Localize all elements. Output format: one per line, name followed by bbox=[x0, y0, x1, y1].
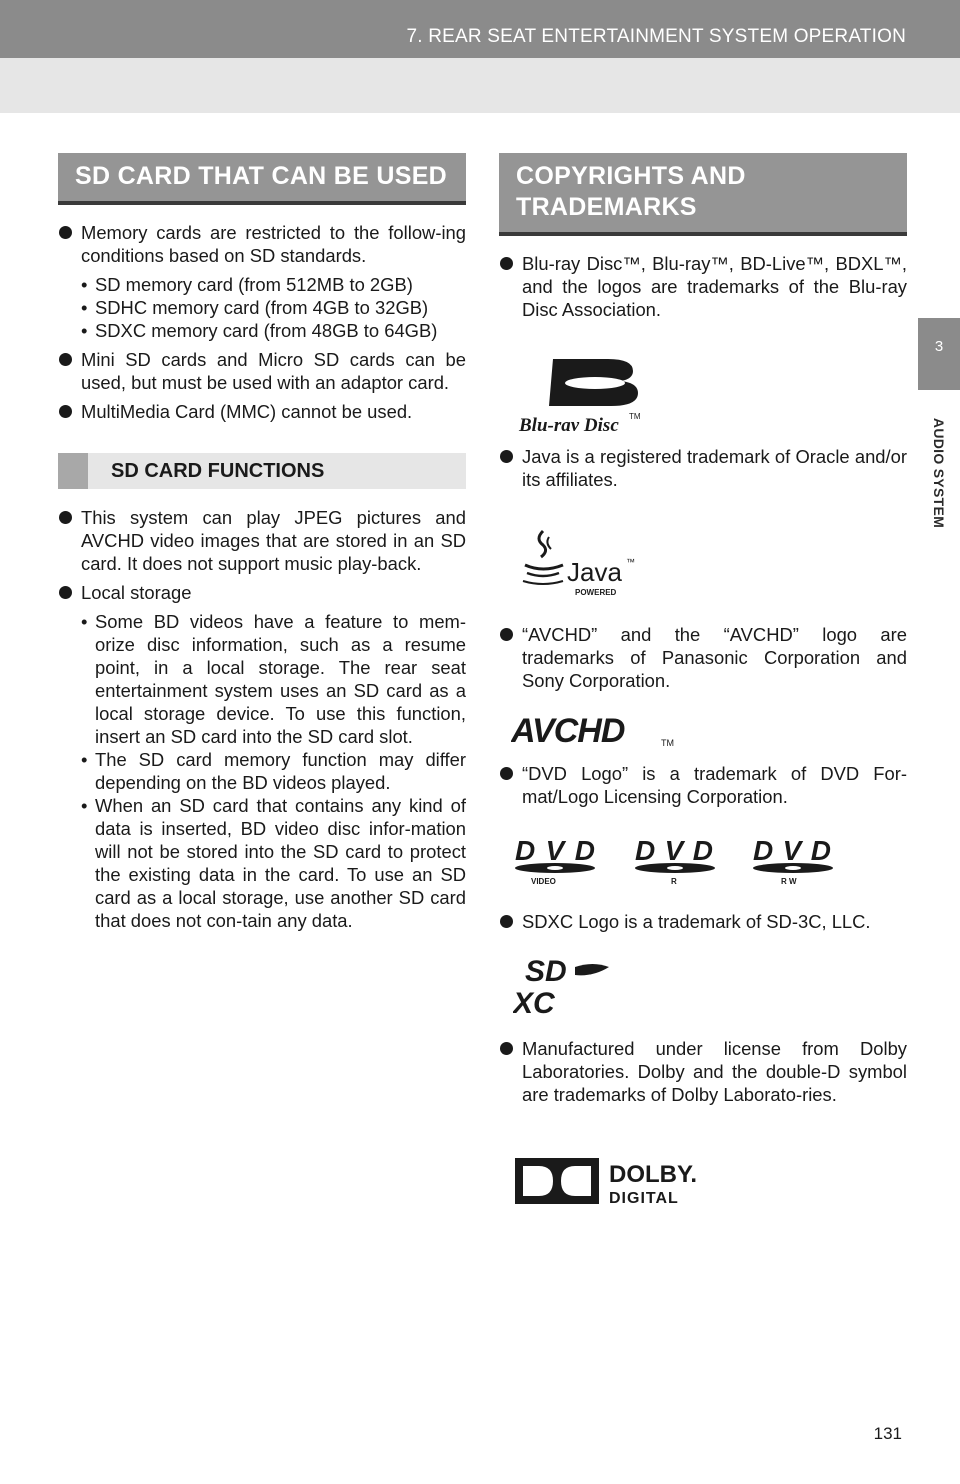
bullet-dvd: “DVD Logo” is a trademark of DVD For-mat… bbox=[499, 762, 907, 808]
sub-item: •SDHC memory card (from 4GB to 32GB) bbox=[81, 297, 429, 318]
bullet-icon bbox=[59, 226, 72, 239]
dvd-video-label: VIDEO bbox=[531, 877, 556, 886]
java-cup-icon: Java ™ POWERED bbox=[522, 529, 635, 597]
dolby-logo: DOLBY. DIGITAL bbox=[499, 1106, 907, 1216]
bluray-disc-icon: TM Blu-ray Disc bbox=[518, 359, 641, 431]
bullet-icon bbox=[59, 511, 72, 524]
dolby-digital-label: DIGITAL bbox=[609, 1190, 679, 1207]
bullet-jpeg-avchd: This system can play JPEG pictures and A… bbox=[58, 506, 466, 575]
avchd-tm: TM bbox=[661, 738, 674, 748]
sub-item: •Some BD videos have a feature to mem-or… bbox=[81, 611, 466, 747]
dolby-logo-icon: DOLBY. DIGITAL bbox=[515, 1158, 697, 1207]
bullet-memory-cards: Memory cards are restricted to the follo… bbox=[58, 221, 466, 267]
left-column: SD CARD THAT CAN BE USED Memory cards ar… bbox=[58, 153, 466, 932]
bullet-text: MultiMedia Card (MMC) cannot be used. bbox=[81, 401, 413, 422]
sub-item-text: When an SD card that contains any kind o… bbox=[95, 795, 466, 931]
bullet-avchd: “AVCHD” and the “AVCHD” logo are tradema… bbox=[499, 623, 907, 692]
bullet-icon bbox=[59, 353, 72, 366]
sub-item: •The SD card memory function may differ … bbox=[81, 749, 466, 793]
dvd-video-logo: DVD VIDEO bbox=[515, 836, 595, 886]
chapter-header-bar: 7. REAR SEAT ENTERTAINMENT SYSTEM OPERAT… bbox=[0, 0, 960, 58]
dolby-wordmark: DOLBY. bbox=[609, 1161, 697, 1188]
bullet-icon bbox=[500, 915, 513, 928]
java-logo: Java ™ POWERED bbox=[499, 491, 907, 609]
sdxc-logo-icon: SD XC bbox=[513, 955, 609, 1020]
sub-item: •SDXC memory card (from 48GB to 64GB) bbox=[81, 320, 438, 341]
bullet-text: Manufactured under license from Dolby La… bbox=[522, 1038, 907, 1105]
java-wordmark: Java bbox=[567, 557, 622, 587]
dvd-wordmark: DVD bbox=[515, 836, 595, 866]
bullet-bluray: Blu-ray Disc™, Blu-ray™, BD-Live™, BDXL™… bbox=[499, 252, 907, 321]
bullet-text: “DVD Logo” is a trademark of DVD For-mat… bbox=[522, 763, 907, 807]
java-powered: POWERED bbox=[575, 588, 617, 597]
dvd-r-label: R bbox=[671, 877, 677, 886]
bullet-icon bbox=[500, 1042, 513, 1055]
bullet-icon bbox=[500, 767, 513, 780]
avchd-wordmark: AVCHD bbox=[511, 712, 625, 750]
heading-text: SD CARD FUNCTIONS bbox=[111, 460, 325, 482]
dvd-wordmark: DVD bbox=[635, 836, 713, 866]
bullet-sdxc: SDXC Logo is a trademark of SD-3C, LLC. bbox=[499, 910, 907, 933]
bluray-wordmark: Blu-ray Disc bbox=[518, 415, 619, 431]
sub-item-text: Some BD videos have a feature to mem-ori… bbox=[95, 611, 466, 747]
java-tm: ™ bbox=[626, 557, 635, 567]
section-label: AUDIO SYSTEM bbox=[931, 417, 947, 528]
bullet-text: This system can play JPEG pictures and A… bbox=[81, 507, 466, 574]
right-column: COPYRIGHTS AND TRADEMARKS Blu-ray Disc™,… bbox=[499, 153, 907, 1216]
dvd-r-logo: DVD R bbox=[635, 836, 715, 886]
bullet-text: “AVCHD” and the “AVCHD” logo are tradema… bbox=[522, 624, 907, 691]
section-tab: 3 bbox=[918, 318, 960, 390]
sub-item: •When an SD card that contains any kind … bbox=[81, 795, 466, 931]
dvd-logos: DVD VIDEO DVD R DVD R W bbox=[499, 808, 907, 900]
sub-item-text: SDHC memory card (from 4GB to 32GB) bbox=[95, 297, 429, 318]
bullet-icon bbox=[500, 257, 513, 270]
sub-item-text: The SD card memory function may differ d… bbox=[95, 749, 466, 793]
bullet-mmc: MultiMedia Card (MMC) cannot be used. bbox=[58, 400, 466, 423]
bullet-text: Mini SD cards and Micro SD cards can be … bbox=[81, 349, 466, 393]
bullet-text: Local storage bbox=[81, 582, 192, 603]
heading-sd-card-usable: SD CARD THAT CAN BE USED bbox=[58, 153, 466, 205]
dvd-rw-label: R W bbox=[781, 877, 797, 886]
sdxc-logo: SD XC bbox=[499, 933, 907, 1027]
bullet-local-storage: Local storage bbox=[58, 581, 466, 604]
chapter-title: 7. REAR SEAT ENTERTAINMENT SYSTEM OPERAT… bbox=[406, 26, 906, 47]
bullet-text: Java is a registered trademark of Oracle… bbox=[522, 446, 907, 490]
bullet-text: Memory cards are restricted to the follo… bbox=[81, 222, 466, 266]
dvd-logo-icons: DVD VIDEO DVD R DVD R W bbox=[515, 836, 833, 886]
bullet-text: Blu-ray Disc™, Blu-ray™, BD-Live™, BDXL™… bbox=[522, 253, 907, 320]
heading-sd-card-functions: SD CARD FUNCTIONS bbox=[58, 453, 466, 489]
bullet-text: SDXC Logo is a trademark of SD-3C, LLC. bbox=[522, 911, 871, 932]
header-band bbox=[0, 58, 960, 113]
sub-item-text: SDXC memory card (from 48GB to 64GB) bbox=[95, 320, 438, 341]
bullet-icon bbox=[59, 586, 72, 599]
section-number: 3 bbox=[934, 338, 944, 355]
bullet-dolby: Manufactured under license from Dolby La… bbox=[499, 1037, 907, 1106]
xc-wordmark: XC bbox=[513, 987, 556, 1020]
bullet-icon bbox=[59, 405, 72, 418]
dvd-rw-logo: DVD R W bbox=[753, 836, 833, 886]
bluray-tm: TM bbox=[629, 412, 641, 421]
sub-item-text: SD memory card (from 512MB to 2GB) bbox=[95, 274, 413, 295]
bullet-icon bbox=[500, 450, 513, 463]
bluray-logo: TM Blu-ray Disc bbox=[499, 321, 907, 431]
sd-wordmark: SD bbox=[525, 955, 567, 988]
bullet-java: Java is a registered trademark of Oracle… bbox=[499, 445, 907, 491]
bullet-icon bbox=[500, 628, 513, 641]
sub-item: •SD memory card (from 512MB to 2GB) bbox=[81, 274, 413, 295]
page-number: 131 bbox=[873, 1424, 902, 1443]
avchd-wordmark-icon: AVCHD TM bbox=[511, 712, 674, 750]
heading-copyrights: COPYRIGHTS AND TRADEMARKS bbox=[499, 153, 907, 236]
heading-accent bbox=[58, 453, 88, 489]
avchd-logo: AVCHD TM bbox=[499, 692, 907, 752]
section-label-box: AUDIO SYSTEM bbox=[918, 390, 960, 555]
dvd-wordmark: DVD bbox=[753, 836, 831, 866]
bullet-mini-micro-sd: Mini SD cards and Micro SD cards can be … bbox=[58, 348, 466, 394]
